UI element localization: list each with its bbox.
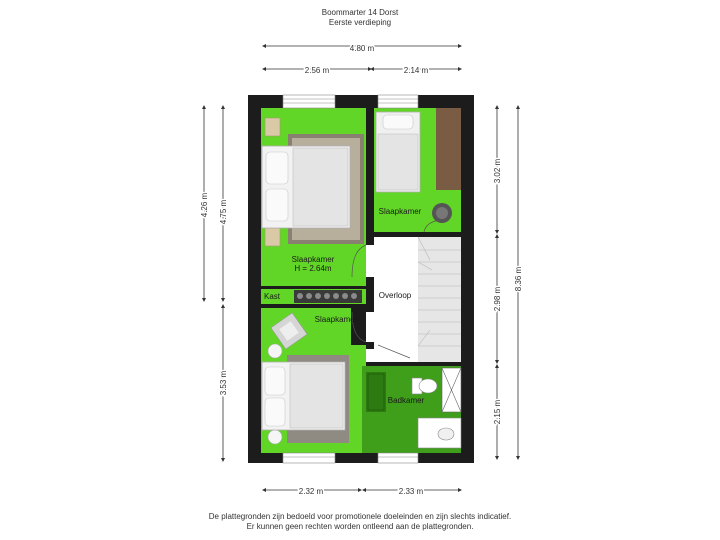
- dim-bottom-left: 2.32 m: [299, 487, 324, 496]
- side-table-icon: [267, 429, 283, 445]
- chair-icon: [432, 203, 452, 223]
- windows: [282, 94, 419, 464]
- dim-bottom-right: 2.33 m: [399, 487, 424, 496]
- armchair-icon: [270, 312, 308, 350]
- dim-left-outer: 4.26 m: [200, 192, 209, 217]
- door-swing-landing: [377, 344, 411, 359]
- room-label-bedroom-main-height: H = 2.64m: [294, 264, 331, 273]
- door-swing-bottom-bedroom: [351, 311, 367, 343]
- door-swing-small-bedroom: [423, 219, 441, 233]
- duvet-icon: [289, 363, 344, 429]
- dim-right-outer: 8.36 m: [514, 266, 523, 291]
- shower-icon: [441, 367, 462, 413]
- door-opening-bottom-bedroom: [366, 312, 374, 342]
- stair-treads: [418, 249, 461, 347]
- dim-top-left: 2.56 m: [305, 66, 330, 75]
- room-label-bedroom-main: Slaapkamer: [292, 255, 335, 264]
- dim-top-total: 4.80 m: [350, 44, 375, 53]
- door-opening-main-bedroom: [366, 245, 374, 277]
- toilet-icon: [411, 377, 438, 395]
- landing-floor-ext: [366, 349, 374, 362]
- hanger-icon: [333, 293, 339, 299]
- dim-right-top: 3.02 m: [493, 158, 502, 183]
- hanger-icon: [315, 293, 321, 299]
- window-bottom-left: [282, 452, 336, 464]
- doors: [351, 219, 441, 359]
- room-label-landing: Overloop: [379, 291, 412, 300]
- pillow-icon: [264, 366, 286, 396]
- plan-address: Boommarter 14 Dorst: [321, 8, 399, 17]
- staircase-icon: [417, 236, 461, 362]
- dim-left-inner-top: 4.75 m: [219, 199, 228, 224]
- dim-right-bottom: 2.15 m: [493, 399, 502, 424]
- toilet-bowl: [418, 378, 438, 394]
- duvet-icon: [292, 147, 349, 227]
- disclaimer-line-1: De plattegronden zijn bedoeld voor promo…: [208, 512, 512, 521]
- window-top-right: [377, 94, 419, 109]
- stair-winders: [417, 236, 433, 347]
- nightstand-icon: [264, 227, 281, 247]
- hanging-clothes-icon: [297, 293, 357, 299]
- pillow-icon: [382, 114, 414, 130]
- closet-items: [294, 290, 362, 303]
- sink-basin: [437, 427, 455, 441]
- dim-right-mid: 2.98 m: [493, 286, 502, 311]
- hanger-icon: [342, 293, 348, 299]
- wardrobe-icon: [436, 108, 461, 190]
- room-label-bathroom: Badkamer: [388, 396, 425, 405]
- armchair-seat: [279, 321, 299, 341]
- bath-cabinet-icon: [366, 372, 386, 412]
- pillow-icon: [265, 188, 289, 222]
- shower-diagonal: [441, 367, 462, 413]
- disclaimer-line-2: Er kunnen geen rechten worden ontleend a…: [246, 522, 474, 531]
- pillow-icon: [264, 397, 286, 427]
- hanger-icon: [306, 293, 312, 299]
- bath-cabinet-frame: [367, 373, 385, 411]
- chair-cushion: [436, 207, 448, 219]
- side-table-icon: [267, 343, 283, 359]
- hanger-icon: [324, 293, 330, 299]
- duvet-icon: [377, 133, 419, 191]
- plan-floor-name: Eerste verdieping: [328, 18, 392, 27]
- room-label-closet: Kast: [264, 292, 281, 301]
- stair-run: [418, 237, 461, 362]
- window-bottom-right: [377, 452, 419, 464]
- hanger-icon: [351, 293, 357, 299]
- hanger-icon: [297, 293, 303, 299]
- room-label-bedroom-small: Slaapkamer: [379, 207, 422, 216]
- pillow-icon: [265, 151, 289, 185]
- door-swing-main-bedroom: [351, 244, 367, 278]
- room-label-bedroom-bottom: Slaapkamer: [315, 315, 358, 324]
- dim-left-inner-bottom: 3.53 m: [219, 370, 228, 395]
- nightstand-icon: [264, 117, 281, 137]
- dimension-lines: [202, 44, 520, 492]
- sink-icon: [417, 417, 462, 449]
- dim-top-right: 2.14 m: [404, 66, 429, 75]
- window-top-left: [282, 94, 336, 109]
